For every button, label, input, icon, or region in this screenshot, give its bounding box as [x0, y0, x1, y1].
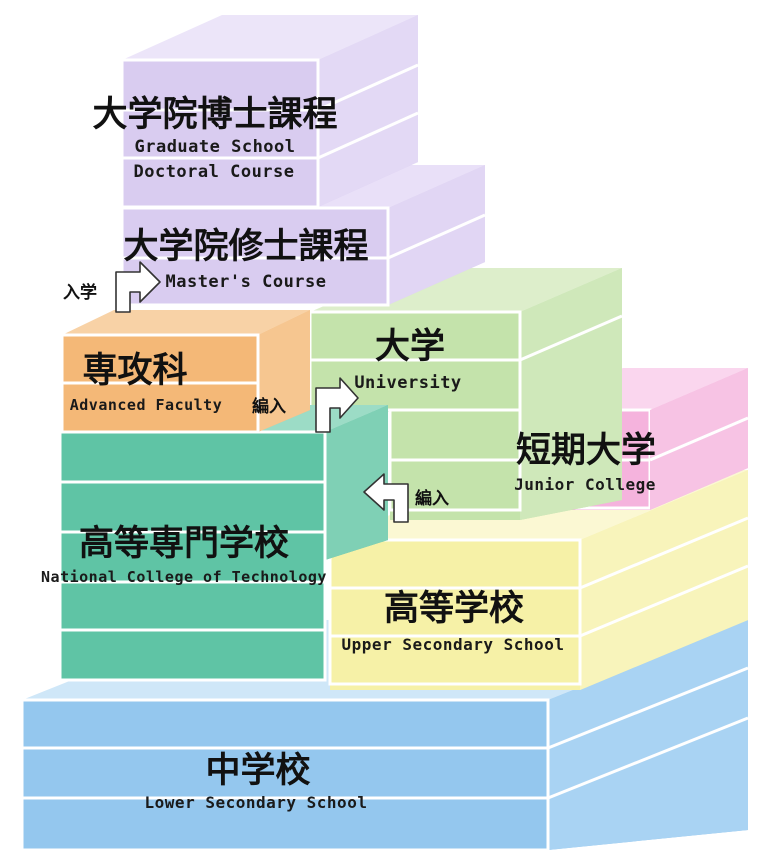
- block-graduate-doctoral: [120, 15, 419, 209]
- transfer-kosen-label: 編入: [415, 488, 449, 509]
- transfer-kosen-arrow-icon: [363, 473, 409, 523]
- kosen-label-jp: 高等専門学校: [79, 523, 289, 564]
- junior-college-label-en: Junior College: [514, 475, 656, 494]
- junior-college-label-jp: 短期大学: [516, 430, 656, 471]
- master-label-jp: 大学院修士課程: [123, 226, 368, 267]
- upper-secondary-label-en: Upper Secondary School: [342, 635, 565, 654]
- transfer-university-arrow-icon: [315, 377, 359, 433]
- doctoral-label-jp: 大学院博士課程: [92, 94, 337, 135]
- enter-arrow-label: 入学: [63, 282, 97, 303]
- doctoral-label-en2: Doctoral Course: [133, 162, 294, 182]
- advanced-faculty-label-jp: 専攻科: [82, 351, 187, 391]
- university-label-jp: 大学: [375, 326, 445, 367]
- doctoral-label-en1: Graduate School: [134, 137, 295, 157]
- block-upper-secondary: [328, 470, 749, 690]
- upper-secondary-label-jp: 高等学校: [384, 588, 524, 629]
- lower-secondary-label-en: Lower Secondary School: [145, 793, 368, 812]
- master-label-en: Master's Course: [165, 272, 326, 292]
- university-label-en: University: [354, 373, 461, 393]
- advanced-faculty-label-en: Advanced Faculty: [70, 396, 223, 414]
- kosen-label-en: National College of Technology: [41, 568, 327, 586]
- lower-secondary-label-jp: 中学校: [205, 750, 310, 791]
- transfer-university-label: 編入: [252, 396, 286, 417]
- enter-arrow-icon: [115, 261, 161, 313]
- block-university: [308, 268, 623, 520]
- block-advanced-faculty: [60, 310, 310, 434]
